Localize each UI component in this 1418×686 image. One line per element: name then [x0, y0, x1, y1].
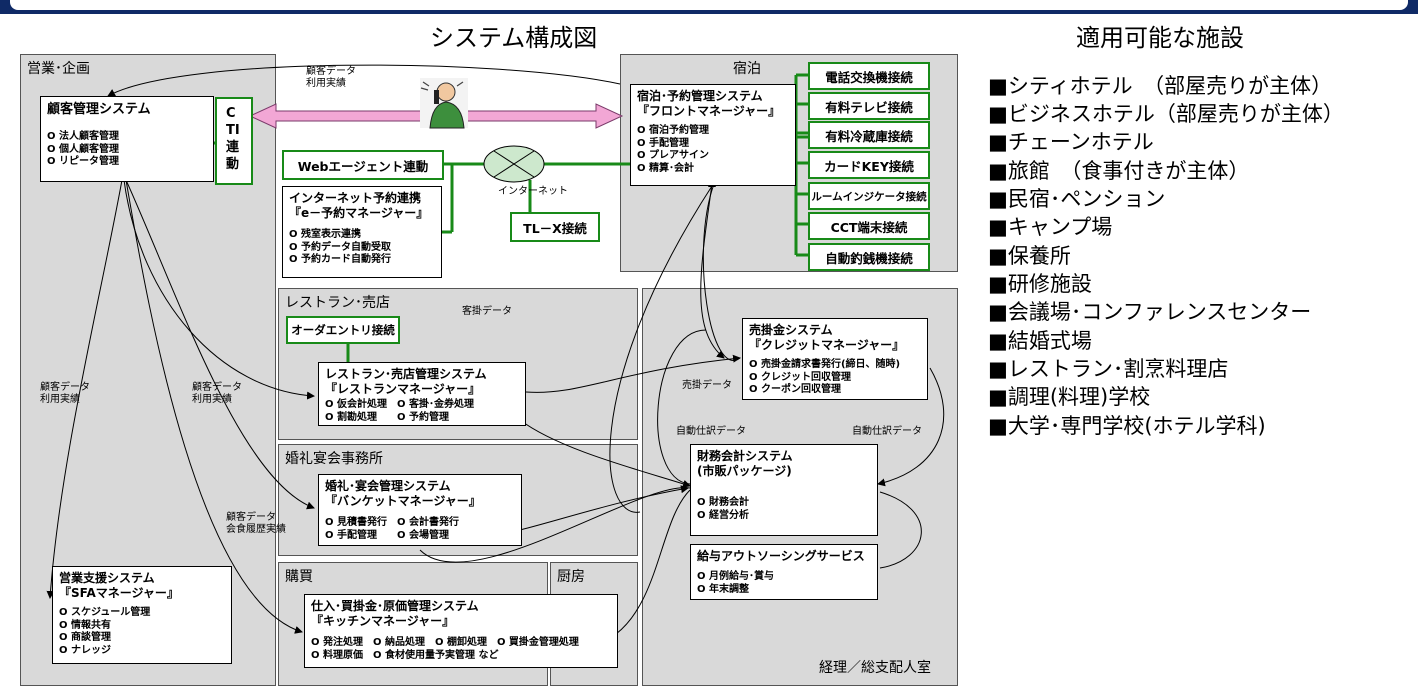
- front-system-box[interactable]: 宿泊･予約管理システム 『フロントマネージャー』 O 宿泊予約管理 O 手配管理…: [630, 84, 796, 186]
- banquet-title: 婚礼･宴会管理システム 『バンケットマネージャー』: [325, 479, 481, 508]
- kitchen-title: 仕入･買掛金･原価管理システム 『キッチンマネージャー』: [311, 599, 479, 628]
- crm-system-box[interactable]: 顧客管理システム O 法人顧客管理 O 個人顧客管理 O リピータ管理: [40, 96, 214, 182]
- phone-person-icon: [420, 78, 468, 129]
- conn-label-0: 電話交換機接続: [825, 69, 913, 85]
- area-lodging-label: 宿泊: [733, 61, 761, 77]
- facility-item: ■会議場･コンファレンスセンター: [988, 300, 1312, 324]
- kitchen-system-box[interactable]: 仕入･買掛金･原価管理システム 『キッチンマネージャー』 O 発注処理 O 納品…: [304, 594, 618, 668]
- e-yoyaku-items: O 残室表示連携 O 予約データ自動受取 O 予約カード自動発行: [289, 229, 391, 265]
- facility-item: ■シティホテル （部屋売りが主体）: [988, 74, 1333, 98]
- label-crm-top: 顧客データ 利用実績: [306, 66, 356, 89]
- facility-item: ■ビジネスホテル（部屋売りが主体）: [988, 102, 1344, 126]
- area-wedding-label: 婚礼宴会事務所: [285, 451, 383, 467]
- e-yoyaku-title: インターネット予約連携 『e－予約マネージャー』: [289, 191, 429, 220]
- finance-system-box[interactable]: 財務会計システム (市販パッケージ) O 財務会計 O 経営分析: [690, 444, 878, 536]
- facility-item: ■旅館 （食事付きが主体）: [988, 159, 1250, 183]
- sfa-items: O スケジュール管理 O 情報共有 O 商談管理 O ナレッジ: [59, 607, 151, 656]
- tlx-box[interactable]: TL－X接続: [510, 212, 600, 242]
- label-auto2: 自動仕訳データ: [852, 426, 922, 437]
- credit-title: 売掛金システム 『クレジットマネージャー』: [749, 323, 905, 352]
- area-purchase-label: 購買: [285, 569, 313, 585]
- conn-box-4[interactable]: ルームインジケータ接続: [808, 182, 930, 210]
- restaurant-items: O 仮会計処理 O 客掛･金券処理 O 割勘処理 O 予約管理: [325, 399, 474, 423]
- order-entry-label: オーダエントリ接続: [291, 323, 395, 337]
- order-entry-box[interactable]: オーダエントリ接続: [286, 316, 400, 344]
- credit-items: O 売掛金請求書発行(締日、随時) O クレジット回収管理 O クーポン回収管理: [749, 359, 901, 395]
- facility-item: ■調理(料理)学校: [988, 385, 1151, 409]
- facility-item: ■大学･専門学校(ホテル学科): [988, 414, 1266, 438]
- banquet-system-box[interactable]: 婚礼･宴会管理システム 『バンケットマネージャー』 O 見積書発行 O 会計書発…: [318, 474, 522, 546]
- facility-item: ■キャンプ場: [988, 215, 1113, 239]
- payroll-box[interactable]: 給与アウトソーシングサービス O 月例給与･賞与 O 年末調整: [690, 544, 878, 600]
- front-title: 宿泊･予約管理システム 『フロントマネージャー』: [637, 89, 781, 118]
- facility-item: ■結婚式場: [988, 329, 1092, 353]
- facility-item: ■民宿･ペンション: [988, 187, 1166, 211]
- label-crm-wedding: 顧客データ 会食履歴実績: [226, 512, 286, 535]
- web-agent-label: Webエージェント連動: [297, 158, 429, 174]
- restaurant-title: レストラン･売店管理システム 『レストランマネージャー』: [325, 367, 487, 396]
- cti-box[interactable]: CTI連動: [215, 97, 253, 185]
- conn-box-6[interactable]: 自動釣銭機接続: [808, 243, 930, 271]
- label-crm-left: 顧客データ 利用実績: [40, 382, 90, 405]
- internet-globe-icon: [483, 145, 545, 183]
- payroll-title: 給与アウトソーシングサービス: [697, 549, 865, 563]
- facility-item: ■レストラン･割烹料理店: [988, 357, 1229, 381]
- conn-label-2: 有料冷蔵庫接続: [825, 128, 913, 144]
- e-yoyaku-box[interactable]: インターネット予約連携 『e－予約マネージャー』 O 残室表示連携 O 予約デー…: [282, 186, 442, 278]
- conn-label-5: CCT端末接続: [830, 219, 908, 235]
- area-accounting-label: 経理／総支配人室: [819, 660, 931, 676]
- conn-box-0[interactable]: 電話交換機接続: [808, 62, 930, 90]
- facility-item: ■研修施設: [988, 272, 1092, 296]
- finance-title: 財務会計システム (市販パッケージ): [697, 449, 793, 478]
- credit-system-box[interactable]: 売掛金システム 『クレジットマネージャー』 O 売掛金請求書発行(締日、随時) …: [742, 318, 928, 400]
- finance-items: O 財務会計 O 経営分析: [697, 497, 749, 521]
- conn-box-5[interactable]: CCT端末接続: [808, 212, 930, 240]
- diagram-title: システム構成図: [430, 24, 598, 52]
- area-sales-label: 営業･企画: [27, 61, 90, 77]
- restaurant-system-box[interactable]: レストラン･売店管理システム 『レストランマネージャー』 O 仮会計処理 O 客…: [318, 362, 526, 426]
- banquet-items: O 見積書発行 O 会計書発行 O 手配管理 O 会場管理: [325, 517, 459, 541]
- sfa-title: 営業支援システム 『SFAマネージャー』: [59, 571, 179, 600]
- tlx-label: TL－X接続: [523, 220, 587, 236]
- crm-title: 顧客管理システム: [47, 102, 151, 117]
- label-crm-mid: 顧客データ 利用実績: [192, 382, 242, 405]
- label-kyakukake: 客掛データ: [462, 306, 512, 317]
- web-agent-box[interactable]: Webエージェント連動: [282, 150, 444, 180]
- cti-label: CTI連動: [226, 106, 240, 172]
- conn-label-1: 有料テレビ接続: [825, 99, 913, 115]
- top-banner: [0, 0, 1418, 14]
- payroll-items: O 月例給与･賞与 O 年末調整: [697, 571, 774, 595]
- conn-box-2[interactable]: 有料冷蔵庫接続: [808, 121, 930, 149]
- label-auto1: 自動仕訳データ: [676, 426, 746, 437]
- conn-label-4: ルームインジケータ接続: [811, 190, 927, 203]
- facilities-title: 適用可能な施設: [1076, 24, 1244, 52]
- facility-item: ■チェーンホテル: [988, 130, 1154, 154]
- label-urikake: 売掛データ: [682, 380, 732, 391]
- crm-items: O 法人顧客管理 O 個人顧客管理 O リピータ管理: [47, 131, 119, 167]
- facility-item: ■保養所: [988, 244, 1071, 268]
- kitchen-items: O 発注処理 O 納品処理 O 棚卸処理 O 買掛金管理処理 O 料理原価 O …: [311, 637, 579, 661]
- conn-box-3[interactable]: カードKEY接続: [808, 151, 930, 179]
- conn-label-3: カードKEY接続: [824, 158, 914, 174]
- area-kitchen-label: 厨房: [557, 569, 585, 585]
- conn-box-1[interactable]: 有料テレビ接続: [808, 92, 930, 120]
- internet-label: インターネット: [498, 186, 568, 197]
- area-restaurant-label: レストラン･売店: [285, 295, 390, 311]
- sfa-system-box[interactable]: 営業支援システム 『SFAマネージャー』 O スケジュール管理 O 情報共有 O…: [52, 566, 232, 664]
- conn-label-6: 自動釣銭機接続: [825, 250, 913, 266]
- front-items: O 宿泊予約管理 O 手配管理 O プレアサイン O 精算･会計: [637, 125, 709, 174]
